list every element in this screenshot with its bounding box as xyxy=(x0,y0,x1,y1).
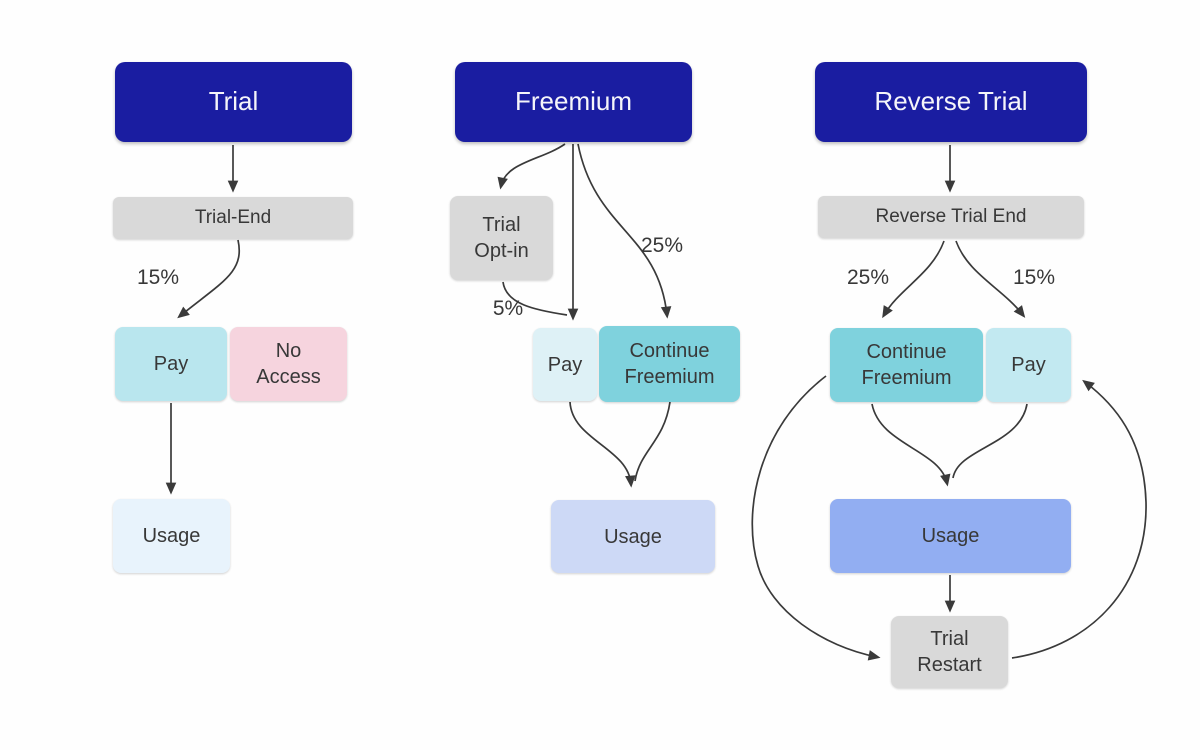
edge-label-reverse-pay-pct: 15% xyxy=(1012,266,1056,289)
edge-label-reverse-continue-pct: 25% xyxy=(846,266,890,289)
edge-label-freemium-continue-pct: 25% xyxy=(640,234,684,257)
reverse-pay-node: Pay xyxy=(986,328,1071,402)
trial-usage-node: Usage xyxy=(113,499,230,573)
edge-label-trial-pay-pct: 15% xyxy=(136,266,180,289)
freemium-usage-node: Usage xyxy=(551,500,715,573)
edge-label-freemium-optin-pct: 5% xyxy=(492,297,524,320)
freemium-continue-node: Continue Freemium xyxy=(599,326,740,402)
trial-header-node: Trial xyxy=(115,62,352,142)
arrow-freemium-to-optin xyxy=(497,143,566,190)
freemium-pay-node: Pay xyxy=(533,328,597,401)
arrow-continue-to-usage-freemium xyxy=(634,401,671,482)
trial-end-node: Trial-End xyxy=(113,197,353,239)
arrow-pay-to-usage-reverse xyxy=(952,403,1028,479)
reverse-usage-node: Usage xyxy=(830,499,1071,573)
arrow-pay-to-usage-freemium xyxy=(569,401,636,488)
trial-pay-node: Pay xyxy=(115,327,227,401)
trial-no-access-node: No Access xyxy=(230,327,347,401)
reverse-continue-node: Continue Freemium xyxy=(830,328,983,402)
arrow-continue-to-usage-reverse xyxy=(871,403,951,487)
reverse-trial-header-node: Reverse Trial xyxy=(815,62,1087,142)
arrow-freemium-to-continue xyxy=(577,143,672,319)
reverse-trial-end-node: Reverse Trial End xyxy=(818,196,1084,238)
freemium-header-node: Freemium xyxy=(455,62,692,142)
freemium-trial-opt-in-node: Trial Opt-in xyxy=(450,196,553,280)
reverse-trial-restart-node: Trial Restart xyxy=(891,616,1008,688)
